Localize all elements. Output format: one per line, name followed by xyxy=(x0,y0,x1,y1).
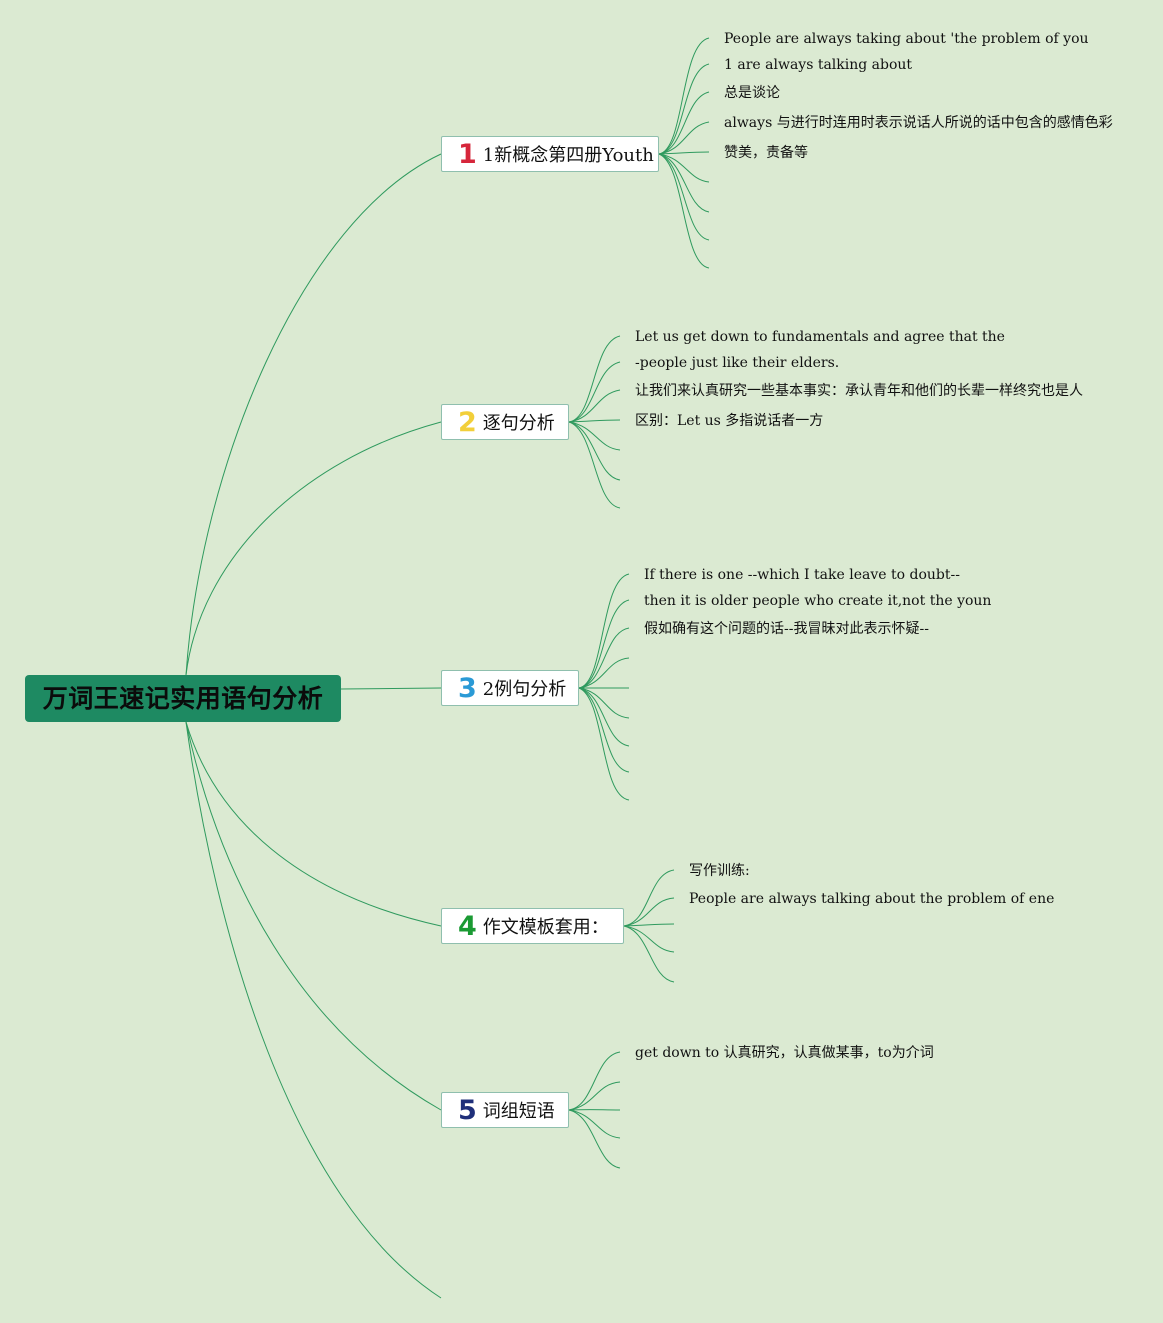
branch-3-label: 2例句分析 xyxy=(482,679,567,700)
branch-2-label: 逐句分析 xyxy=(482,413,555,434)
branch-2-topic[interactable]: 2 逐句分析 xyxy=(441,404,569,440)
number-2-icon: 2 xyxy=(458,406,477,438)
branch-4-label: 作文模板套用： xyxy=(482,917,609,938)
branch-3-topic[interactable]: 3 2例句分析 xyxy=(441,670,579,706)
branch-2-leaf-3[interactable]: 让我们来认真研究一些基本事实：承认青年和他们的长辈一样终究也是人 xyxy=(635,383,1083,399)
branch-1-label: 1新概念第四册Youth xyxy=(482,145,654,166)
branch-1-leaf-3[interactable]: 总是谈论 xyxy=(724,85,780,101)
number-5-icon: 5 xyxy=(458,1094,477,1126)
number-4-icon: 4 xyxy=(458,910,477,942)
branch-4-leaf-1[interactable]: 写作训练: xyxy=(689,863,750,879)
branch-1-leaf-2[interactable]: 1 are always talking about xyxy=(724,57,913,73)
number-3-icon: 3 xyxy=(458,672,477,704)
branch-3-leaf-2[interactable]: then it is older people who create it,no… xyxy=(644,593,992,609)
central-topic[interactable]: 万词王速记实用语句分析 xyxy=(25,675,341,722)
branch-1-leaf-1[interactable]: People are always taking about 'the prob… xyxy=(724,31,1089,47)
branch-4-leaf-2[interactable]: People are always talking about the prob… xyxy=(689,891,1055,907)
branch-1-topic[interactable]: 1 1新概念第四册Youth xyxy=(441,136,659,172)
branch-2-leaf-1[interactable]: Let us get down to fundamentals and agre… xyxy=(635,329,1005,345)
branch-2-leaf-4[interactable]: 区别：Let us 多指说话者一方 xyxy=(635,413,824,429)
branch-1-leaf-4[interactable]: always 与进行时连用时表示说话人所说的话中包含的感情色彩 xyxy=(724,115,1113,131)
number-1-icon: 1 xyxy=(458,138,477,170)
branch-5-leaf-1[interactable]: get down to 认真研究，认真做某事，to为介词 xyxy=(635,1045,934,1061)
branch-3-leaf-1[interactable]: If there is one --which I take leave to … xyxy=(644,567,960,583)
branch-3-leaf-3[interactable]: 假如确有这个问题的话--我冒昧对此表示怀疑-- xyxy=(644,621,929,637)
branch-1-leaf-5[interactable]: 赞美，责备等 xyxy=(724,145,808,161)
branch-5-topic[interactable]: 5 词组短语 xyxy=(441,1092,569,1128)
branch-5-label: 词组短语 xyxy=(482,1101,555,1122)
branch-4-topic[interactable]: 4 作文模板套用： xyxy=(441,908,624,944)
branch-2-leaf-2[interactable]: -people just like their elders. xyxy=(635,355,840,371)
